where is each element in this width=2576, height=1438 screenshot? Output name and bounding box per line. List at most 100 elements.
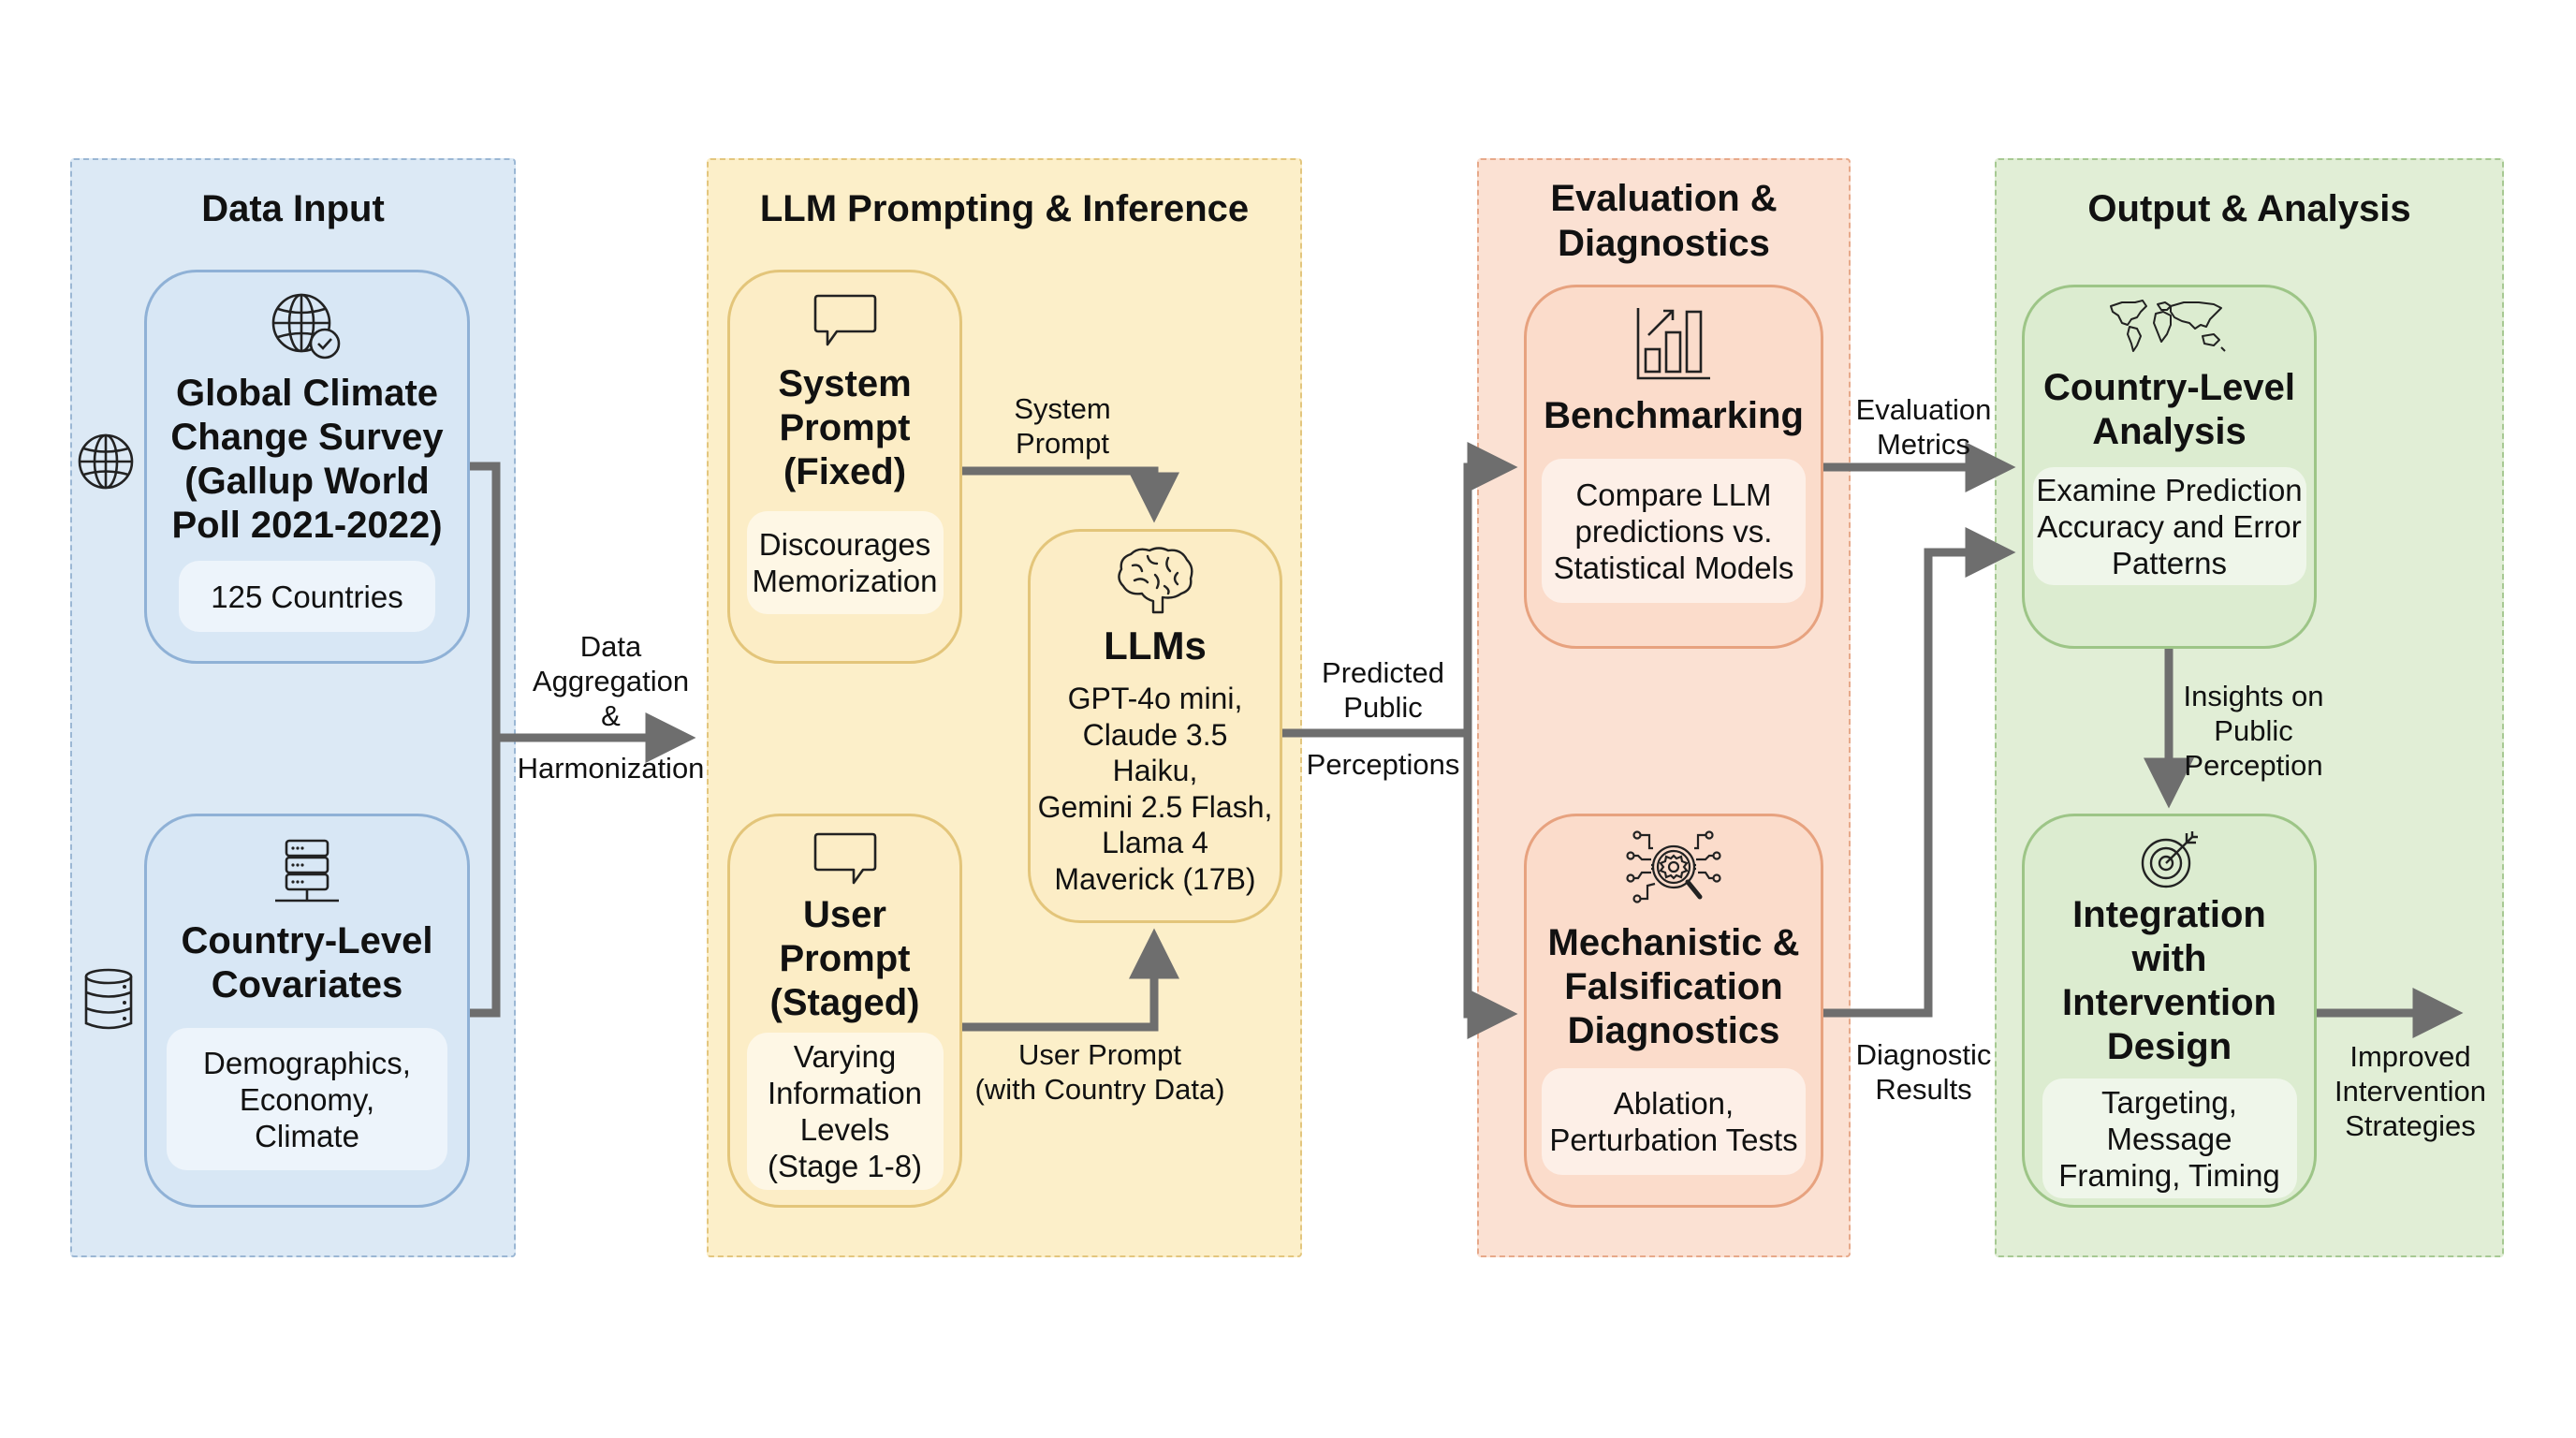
label-line: Results <box>1875 1073 1972 1106</box>
title-line: Country-Level <box>181 920 433 961</box>
title-line: Design <box>2106 1026 2232 1067</box>
detail-line: Levels <box>799 1112 890 1147</box>
integration-detail: Targeting, Message Framing, Timing <box>2042 1078 2297 1198</box>
speech-bubble-icon <box>813 832 876 885</box>
world-map-icon <box>2109 300 2226 352</box>
user-prompt-title: User Prompt (Staged) <box>770 893 920 1025</box>
detail-line: Patterns <box>2112 545 2227 580</box>
label-line: User Prompt <box>1018 1038 1181 1071</box>
label-line: (with Country Data) <box>974 1073 1225 1106</box>
title-line: Global Climate <box>175 373 439 414</box>
country-analysis-detail: Examine Prediction Accuracy and Error Pa… <box>2032 467 2306 585</box>
label-line: Perception <box>2184 749 2323 782</box>
country-analysis-title: Country-Level Analysis <box>2043 366 2295 454</box>
label-line: Improved <box>2349 1040 2471 1073</box>
covariates-title: Country-Level Covariates <box>182 919 433 1007</box>
title-line: Country-Level <box>2043 367 2295 408</box>
title-line: (Gallup World <box>184 461 430 502</box>
model-name: Gemini 2.5 Flash, <box>1037 789 1273 824</box>
panel-title-data-input: Data Input <box>201 188 385 229</box>
title-line: Prompt <box>779 407 911 448</box>
label-line: Public <box>1343 691 1423 724</box>
detail-line: Framing, Timing <box>2058 1157 2280 1193</box>
globe-icon <box>78 433 134 490</box>
detail-line: Ablation, <box>1613 1086 1734 1121</box>
label-line: Public <box>2214 714 2293 747</box>
title-line: Falsification <box>1564 966 1783 1007</box>
model-name: Haiku, <box>1112 754 1198 787</box>
database-icon <box>84 968 133 1030</box>
title-line: Diagnostics <box>1567 1010 1780 1051</box>
label-evaluation-metrics: Evaluation Metrics <box>1835 392 2012 462</box>
target-arrow-icon <box>2141 831 2198 888</box>
detail-line: predictions vs. <box>1574 513 1773 549</box>
panel-title-line: Diagnostics <box>1558 223 1770 264</box>
label-line: Prompt <box>1016 427 1109 460</box>
panel-title-output: Output & Analysis <box>2087 188 2411 229</box>
mechanistic-title: Mechanistic & Falsification Diagnostics <box>1548 921 1800 1053</box>
label-predicted-top: Predicted Public <box>1301 655 1465 725</box>
label-insights: Insights on Public Perception <box>2172 679 2335 783</box>
system-prompt-box: System Prompt (Fixed) Discourages Memori… <box>727 270 962 664</box>
detail-line: Memorization <box>752 564 938 598</box>
detail-line: Statistical Models <box>1553 550 1794 585</box>
system-prompt-detail: Discourages Memorization <box>746 511 944 614</box>
detail-line: (Stage 1-8) <box>767 1149 923 1183</box>
mechanistic-box: Mechanistic & Falsification Diagnostics … <box>1524 814 1823 1208</box>
label-system-prompt: System Prompt <box>992 391 1133 461</box>
label-predicted-bottom: Perceptions <box>1306 748 1460 781</box>
panel-title-line: Evaluation & <box>1550 178 1778 219</box>
title-line: Covariates <box>211 964 403 1005</box>
detail-line: Varying <box>793 1039 897 1074</box>
speech-bubble-icon <box>813 294 876 346</box>
detail-line: Information <box>767 1076 923 1110</box>
brain-icon <box>1118 547 1193 614</box>
label-line: Data <box>579 630 642 663</box>
detail-line: Message <box>2106 1121 2232 1156</box>
globe-check-icon <box>271 293 341 360</box>
system-prompt-title: System Prompt (Fixed) <box>778 362 911 494</box>
label-line: Diagnostic <box>1855 1038 1992 1071</box>
survey-detail: 125 Countries <box>179 561 435 632</box>
model-name: Claude 3.5 <box>1082 717 1228 752</box>
llms-title: LLMs <box>1104 624 1207 668</box>
bar-chart-growth-icon <box>1636 308 1710 380</box>
magnifier-gear-circuit-icon <box>1626 830 1721 903</box>
detail-line: Demographics, <box>203 1045 411 1080</box>
benchmarking-title: Benchmarking <box>1544 395 1804 436</box>
title-line: Mechanistic & <box>1547 922 1800 963</box>
detail-line: Compare LLM <box>1575 477 1772 512</box>
survey-title: Global Climate Change Survey (Gallup Wor… <box>170 372 443 548</box>
covariates-box: Country-Level Covariates Demographics, E… <box>144 814 470 1208</box>
llms-model-list: GPT-4o mini, Claude 3.5 Haiku, Gemini 2.… <box>1038 681 1273 897</box>
user-prompt-detail: Varying Information Levels (Stage 1-8) <box>746 1033 944 1190</box>
country-analysis-box: Country-Level Analysis Examine Predictio… <box>2022 285 2317 649</box>
title-line: System <box>778 363 912 404</box>
label-line: Insights on <box>2183 680 2324 712</box>
label-line: Aggregation <box>532 665 690 697</box>
label-line: Predicted <box>1322 656 1444 689</box>
survey-box: Global Climate Change Survey (Gallup Wor… <box>144 270 470 664</box>
label-user-prompt: User Prompt (with Country Data) <box>969 1037 1231 1107</box>
title-line: Change Survey <box>170 417 444 458</box>
label-line: System <box>1014 392 1111 425</box>
title-line: with <box>2131 938 2207 979</box>
detail-line: Discourages <box>758 527 931 562</box>
mechanistic-detail: Ablation, Perturbation Tests <box>1542 1068 1806 1175</box>
benchmarking-box: Benchmarking Compare LLM predictions vs.… <box>1524 285 1823 649</box>
title-line: Prompt <box>779 938 911 979</box>
label-line: & <box>601 699 621 732</box>
model-name: Llama 4 <box>1102 826 1208 859</box>
label-aggregation-top: Data Aggregation & <box>515 629 707 733</box>
title-line: User <box>803 894 886 935</box>
model-name: GPT-4o mini, <box>1067 682 1243 715</box>
server-icon <box>275 839 339 902</box>
title-line: Integration <box>2072 894 2266 935</box>
title-line: (Fixed) <box>783 451 907 492</box>
label-line: Metrics <box>1877 428 1970 461</box>
title-line: Intervention <box>2062 982 2276 1023</box>
detail-line: Accuracy and Error <box>2037 508 2302 544</box>
benchmarking-detail: Compare LLM predictions vs. Statistical … <box>1542 459 1806 603</box>
panel-title-llm-prompting: LLM Prompting & Inference <box>759 188 1250 229</box>
title-line: Analysis <box>2092 411 2247 452</box>
